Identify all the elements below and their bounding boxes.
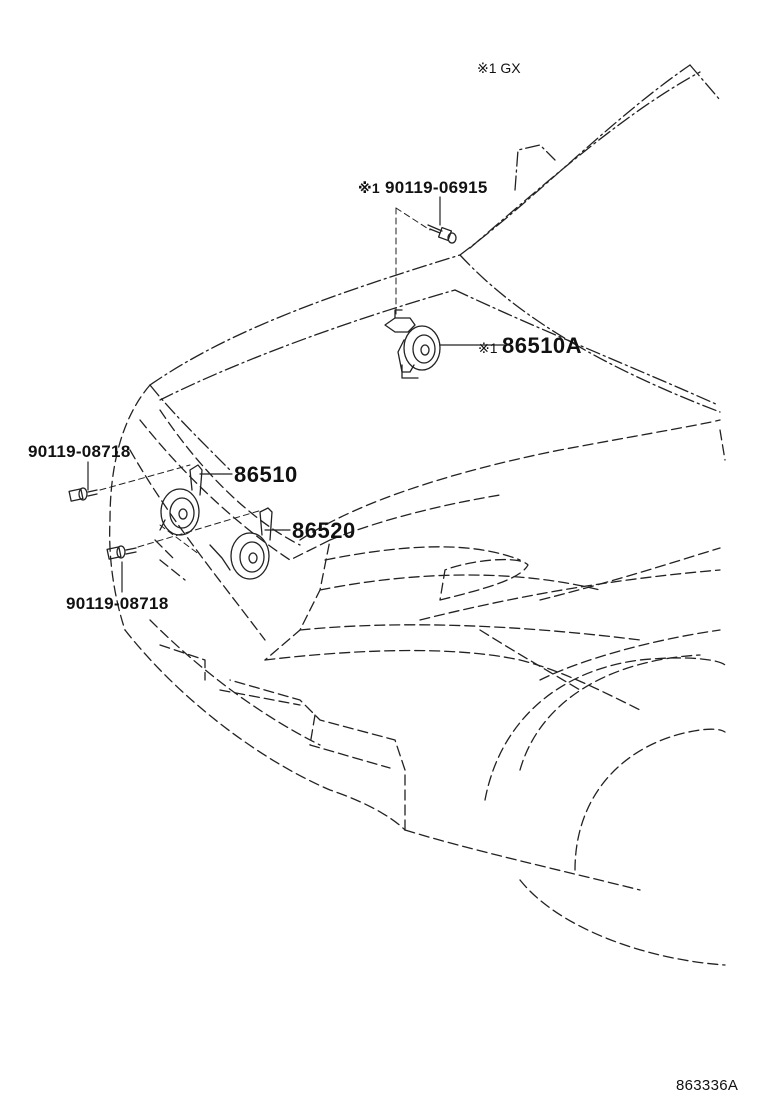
part-number: 90119-08718	[28, 442, 131, 461]
part-number: 90119-06915	[385, 178, 488, 197]
callout-prefix: ※1	[478, 340, 498, 356]
callout-horn-low: 86520	[292, 518, 356, 544]
leader-lines	[87, 196, 506, 593]
callout-horn-high: 86510	[234, 462, 298, 488]
model-note: ※1 GX	[477, 60, 521, 76]
callout-screw-upper: ※1 90119-06915	[358, 178, 488, 198]
part-number: 86520	[292, 518, 356, 543]
hood-outline	[149, 64, 721, 471]
bolt-left-bottom-drawing	[106, 545, 137, 560]
callout-screw-left-bottom: 90119-08718	[66, 594, 169, 614]
callout-screw-left-top: 90119-08718	[28, 442, 131, 462]
part-number: 86510A	[501, 333, 583, 358]
horn-low-drawing	[209, 507, 273, 580]
callout-prefix: ※1	[358, 180, 380, 196]
horn-upper-drawing	[384, 309, 441, 379]
bolt-left-top-drawing	[68, 487, 98, 502]
bolt-upper-drawing	[427, 224, 457, 244]
figure-id: 863336A	[676, 1077, 739, 1094]
part-number: 86510	[234, 462, 298, 487]
callout-horn-upper: ※1 86510A	[478, 333, 582, 359]
horn-high-drawing	[159, 464, 203, 536]
guide-lines	[99, 207, 431, 556]
body-outline	[109, 384, 726, 966]
part-number: 90119-08718	[66, 594, 169, 613]
